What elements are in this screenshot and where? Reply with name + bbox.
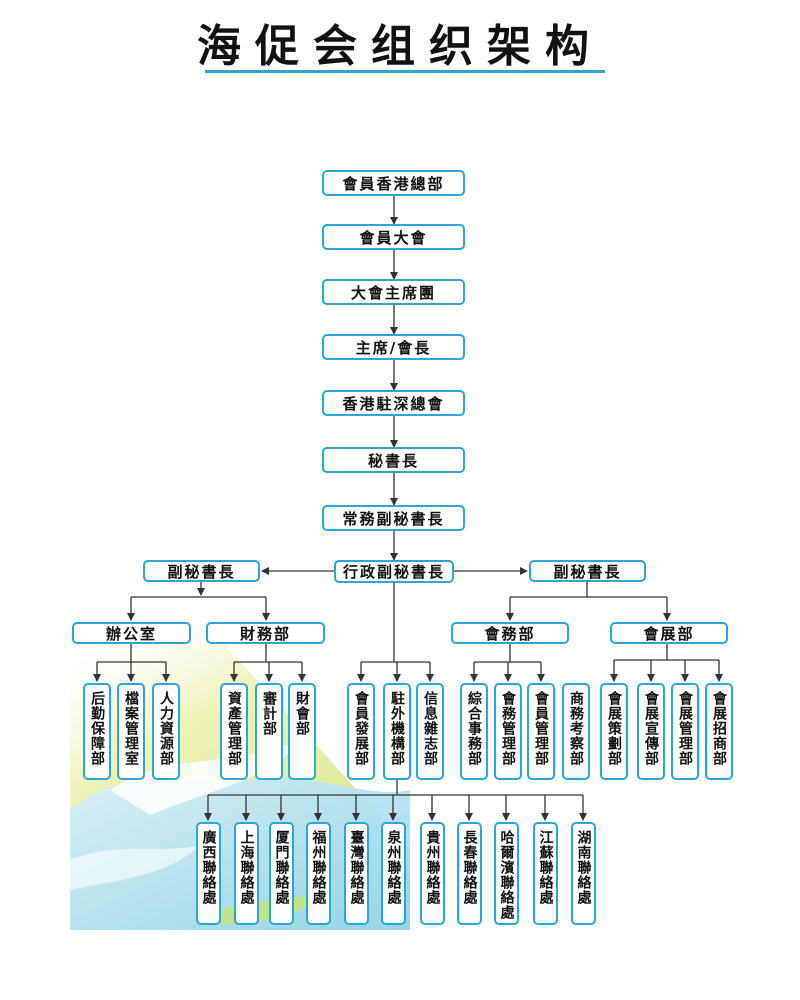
org-box-label: 審計部 (261, 691, 277, 736)
org-box-label: 廣西聯絡處 (200, 830, 217, 905)
org-box-hunan: 湖南聯絡處 (571, 822, 596, 925)
org-box-label: 駐外機構部 (389, 691, 405, 766)
org-box-label: 副秘書長 (167, 562, 236, 581)
org-box-asset: 資產管理部 (220, 683, 248, 780)
org-box-label: 會展管理部 (677, 691, 693, 766)
org-box-label: 臺灣聯絡處 (348, 830, 365, 905)
org-box-logistics: 后勤保障部 (83, 683, 111, 780)
org-box-taiwan: 臺灣聯絡處 (344, 822, 369, 925)
org-box-affairs: 會務部 (451, 622, 569, 644)
org-box-label: 會展部 (643, 624, 695, 643)
org-box-business: 商務考察部 (562, 683, 590, 780)
org-box-shanghai: 上海聯絡處 (234, 822, 259, 925)
org-box-label: 檔案管理室 (123, 691, 139, 766)
title-underline (205, 70, 605, 73)
org-box-label: 湖南聯絡處 (575, 830, 592, 905)
org-box-guangxi: 廣西聯絡處 (196, 822, 221, 925)
org-box-external: 駐外機構部 (383, 683, 411, 780)
org-box-label: 江蘇聯絡處 (537, 830, 554, 905)
org-box-label: 會務管理部 (500, 691, 516, 766)
org-box-admin-deputy: 行政副秘書長 (334, 560, 454, 583)
org-box-label: 商務考察部 (568, 691, 584, 766)
org-box-assembly: 會員大會 (322, 224, 465, 250)
org-box-general: 綜合事務部 (460, 683, 488, 780)
org-box-label: 會務部 (484, 624, 536, 643)
org-box-label: 厦門聯絡處 (273, 830, 290, 905)
org-box-affairs-mgmt: 會務管理部 (494, 683, 522, 780)
org-box-label: 泉州聯絡處 (385, 830, 402, 905)
org-box-sz: 香港駐深總會 (322, 390, 465, 416)
org-box-changchun: 長春聯絡處 (457, 822, 482, 925)
org-box-accounting: 財會部 (288, 683, 316, 780)
org-box-label: 人力資源部 (158, 691, 174, 766)
org-box-label: 行政副秘書長 (342, 563, 445, 581)
org-box-member-mgmt: 會員管理部 (527, 683, 555, 780)
org-box-label: 香港駐深總會 (342, 394, 445, 413)
org-box-label: 信息雜志部 (422, 691, 438, 766)
org-box-expo-plan: 會展策劃部 (600, 683, 628, 780)
org-box-fuzhou: 福州聯絡處 (306, 822, 331, 925)
org-box-info: 信息雜志部 (416, 683, 444, 780)
org-box-label: 后勤保障部 (89, 691, 105, 766)
org-box-secgen: 秘書長 (322, 447, 465, 473)
org-box-harbin: 哈爾濱聯絡處 (494, 822, 519, 925)
org-box-label: 貴州聯絡處 (424, 830, 441, 905)
page-title: 海促会组织架构 (197, 21, 603, 72)
org-box-expo-invest: 會展招商部 (705, 683, 733, 780)
org-box-label: 主席/會長 (355, 338, 432, 357)
org-box-label: 辦公室 (105, 624, 157, 643)
org-box-hr: 人力資源部 (152, 683, 180, 780)
org-box-audit: 審計部 (255, 683, 283, 780)
org-box-label: 哈爾濱聯絡處 (498, 830, 515, 920)
org-box-label: 上海聯絡處 (238, 830, 255, 905)
org-box-label: 會員管理部 (533, 691, 549, 766)
org-box-label: 會展宣傳部 (643, 691, 659, 766)
org-box-expo-promo: 會展宣傳部 (637, 683, 665, 780)
org-box-label: 綜合事務部 (466, 691, 482, 766)
org-box-label: 大會主席團 (350, 283, 436, 302)
org-box-label: 長春聯絡處 (461, 830, 478, 905)
org-box-label: 會展招商部 (711, 691, 727, 766)
org-box-label: 資產管理部 (226, 691, 242, 766)
org-box-label: 秘書長 (367, 451, 419, 470)
org-box-label: 常務副秘書長 (342, 509, 445, 528)
org-box-hk: 會員香港總部 (322, 170, 465, 196)
org-box-label: 財會部 (294, 691, 310, 736)
org-box-deputy-left: 副秘書長 (143, 560, 260, 582)
org-box-finance: 財務部 (206, 622, 325, 644)
org-box-jiangsu: 江蘇聯絡處 (533, 822, 558, 925)
org-box-label: 會員大會 (359, 228, 428, 247)
org-box-chairman: 主席/會長 (322, 334, 465, 360)
org-box-archive: 檔案管理室 (117, 683, 145, 780)
org-box-label: 財務部 (239, 624, 291, 643)
org-box-xiamen: 厦門聯絡處 (269, 822, 294, 925)
org-box-presidium: 大會主席團 (322, 279, 465, 305)
org-box-office: 辦公室 (72, 622, 191, 644)
org-box-label: 會員發展部 (353, 691, 369, 766)
org-box-guizhou: 貴州聯絡處 (420, 822, 445, 925)
org-box-label: 會員香港總部 (342, 174, 445, 193)
org-box-quanzhou: 泉州聯絡處 (381, 822, 406, 925)
org-box-member-dev: 會員發展部 (347, 683, 375, 780)
org-box-label: 副秘書長 (553, 562, 622, 581)
org-box-expo-mgmt: 會展管理部 (671, 683, 699, 780)
org-box-exec-deputy: 常務副秘書長 (322, 505, 465, 531)
org-box-label: 會展策劃部 (606, 691, 622, 766)
org-box-deputy-right: 副秘書長 (529, 560, 646, 582)
org-box-exhibition: 會展部 (610, 622, 728, 644)
org-box-label: 福州聯絡處 (310, 830, 327, 905)
